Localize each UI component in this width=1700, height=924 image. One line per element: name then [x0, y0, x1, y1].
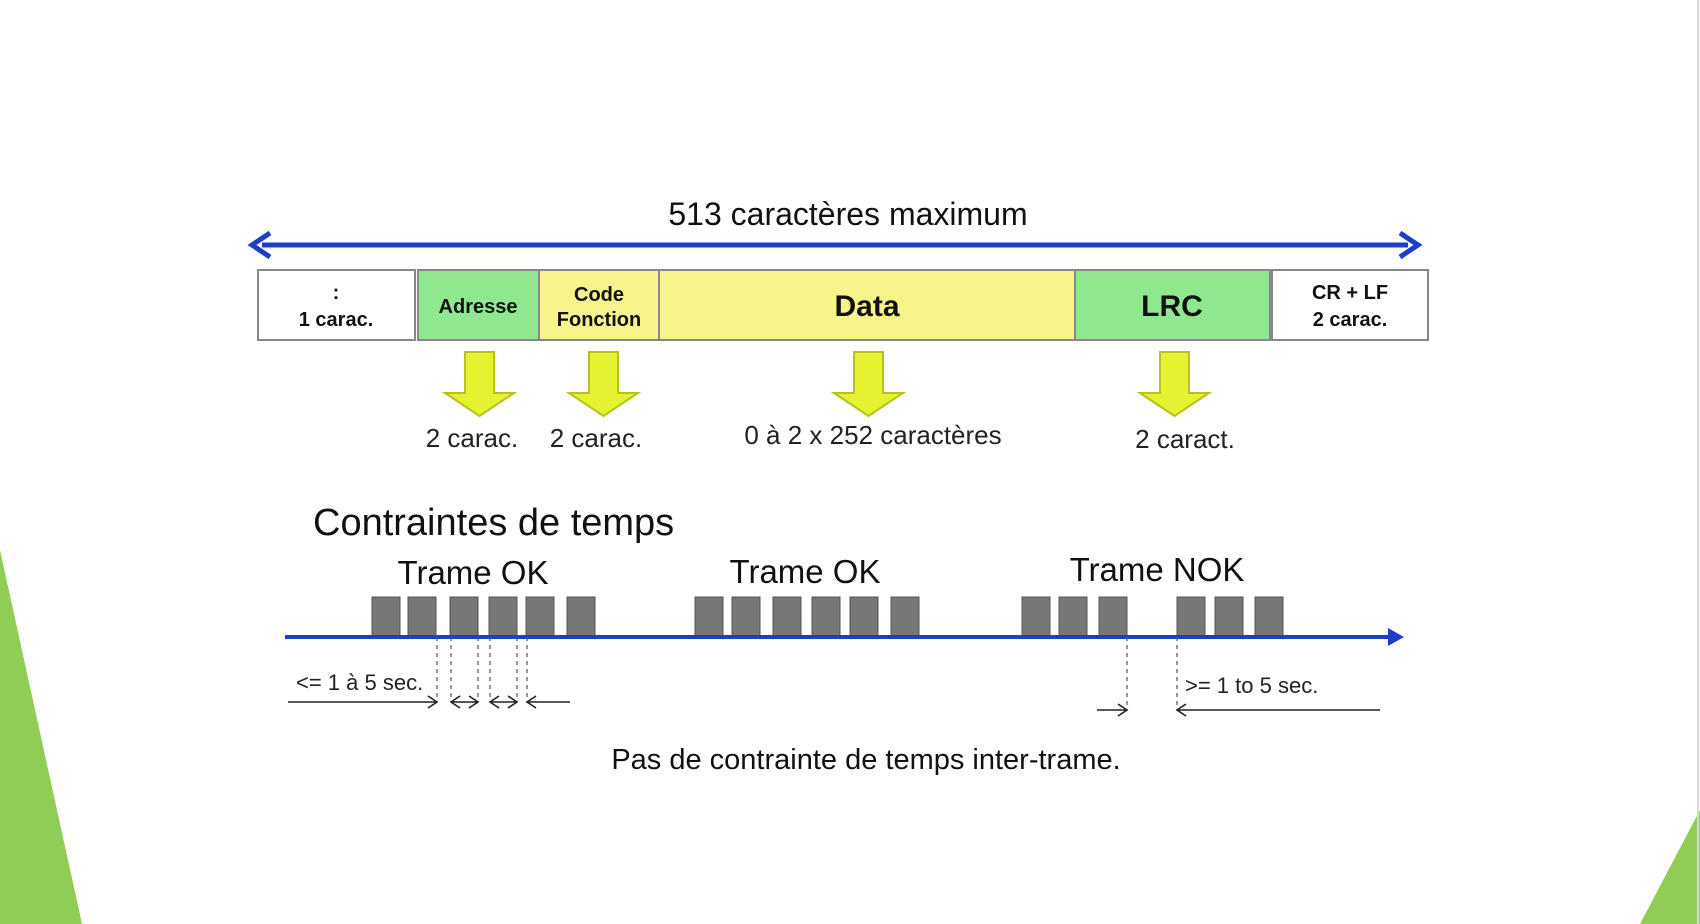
field-line2: Fonction	[557, 309, 641, 331]
trame-ok-1-blocks	[371, 596, 596, 638]
char-block	[1098, 596, 1128, 638]
down-arrow-icon	[565, 351, 642, 418]
char-block	[772, 596, 802, 638]
max-length-label: 513 caractères maximum	[668, 196, 1027, 232]
char-block	[566, 596, 596, 638]
field-line1: Code	[574, 284, 624, 306]
char-block	[694, 596, 724, 638]
corner-decoration-right	[1640, 810, 1700, 924]
inter-char-gap-dimension	[1097, 703, 1380, 717]
size-arrows	[441, 351, 1213, 418]
field-end: CR + LF 2 carac.	[1271, 269, 1429, 341]
field-line2: 1 carac.	[299, 309, 374, 331]
char-block	[1214, 596, 1244, 638]
down-arrow-icon	[830, 351, 907, 418]
field-data: Data	[658, 269, 1076, 341]
field-address: Adresse	[417, 269, 540, 341]
char-block	[1176, 596, 1206, 638]
timing-guides	[436, 637, 1178, 710]
char-block	[731, 596, 761, 638]
group-label: Trame OK	[730, 553, 881, 590]
char-block	[407, 596, 437, 638]
char-block	[811, 596, 841, 638]
field-start: : 1 carac.	[257, 269, 416, 341]
field-box	[417, 269, 540, 341]
lrc-size: 2 caract.	[1135, 424, 1235, 454]
trame-nok-blocks	[1021, 596, 1284, 638]
field-box	[257, 269, 416, 341]
function-size: 2 carac.	[550, 423, 643, 453]
corner-decoration-left	[0, 550, 82, 924]
footer-note: Pas de contrainte de temps inter-trame.	[611, 744, 1120, 776]
group-label: Trame OK	[398, 554, 549, 591]
field-line1: CR + LF	[1312, 282, 1388, 304]
field-box	[538, 269, 660, 341]
char-block	[890, 596, 920, 638]
group-label: Trame NOK	[1070, 551, 1245, 588]
trame-ok-2-blocks	[694, 596, 920, 638]
intra-char-max-label: <= 1 à 5 sec.	[296, 670, 423, 695]
field-function-code: Code Fonction	[538, 269, 660, 341]
char-block	[525, 596, 555, 638]
char-block	[449, 596, 479, 638]
char-block	[1021, 596, 1051, 638]
inter-char-gap-label: >= 1 to 5 sec.	[1185, 673, 1318, 698]
field-line1: Data	[834, 290, 899, 323]
down-arrow-icon	[1136, 351, 1213, 418]
field-line2: 2 carac.	[1313, 309, 1388, 331]
field-line1: :	[333, 282, 340, 304]
frame-fields: : 1 carac. Adresse Code Fonction Data LR…	[257, 269, 1429, 341]
field-box	[1074, 269, 1271, 341]
field-box	[1271, 269, 1429, 341]
char-block	[1058, 596, 1088, 638]
char-block	[488, 596, 518, 638]
intra-char-dimension	[288, 695, 570, 709]
char-block	[1254, 596, 1284, 638]
time-axis	[285, 628, 1404, 646]
down-arrow-icon	[441, 351, 518, 418]
data-size: 0 à 2 x 252 caractères	[744, 420, 1001, 450]
max-length-arrow	[247, 230, 1423, 260]
field-box	[658, 269, 1076, 341]
address-size: 2 carac.	[426, 423, 519, 453]
char-block	[849, 596, 879, 638]
field-line1: Adresse	[439, 296, 518, 318]
char-block	[371, 596, 401, 638]
field-line1: LRC	[1141, 290, 1203, 323]
timing-title: Contraintes de temps	[313, 502, 674, 544]
field-lrc: LRC	[1074, 269, 1271, 341]
